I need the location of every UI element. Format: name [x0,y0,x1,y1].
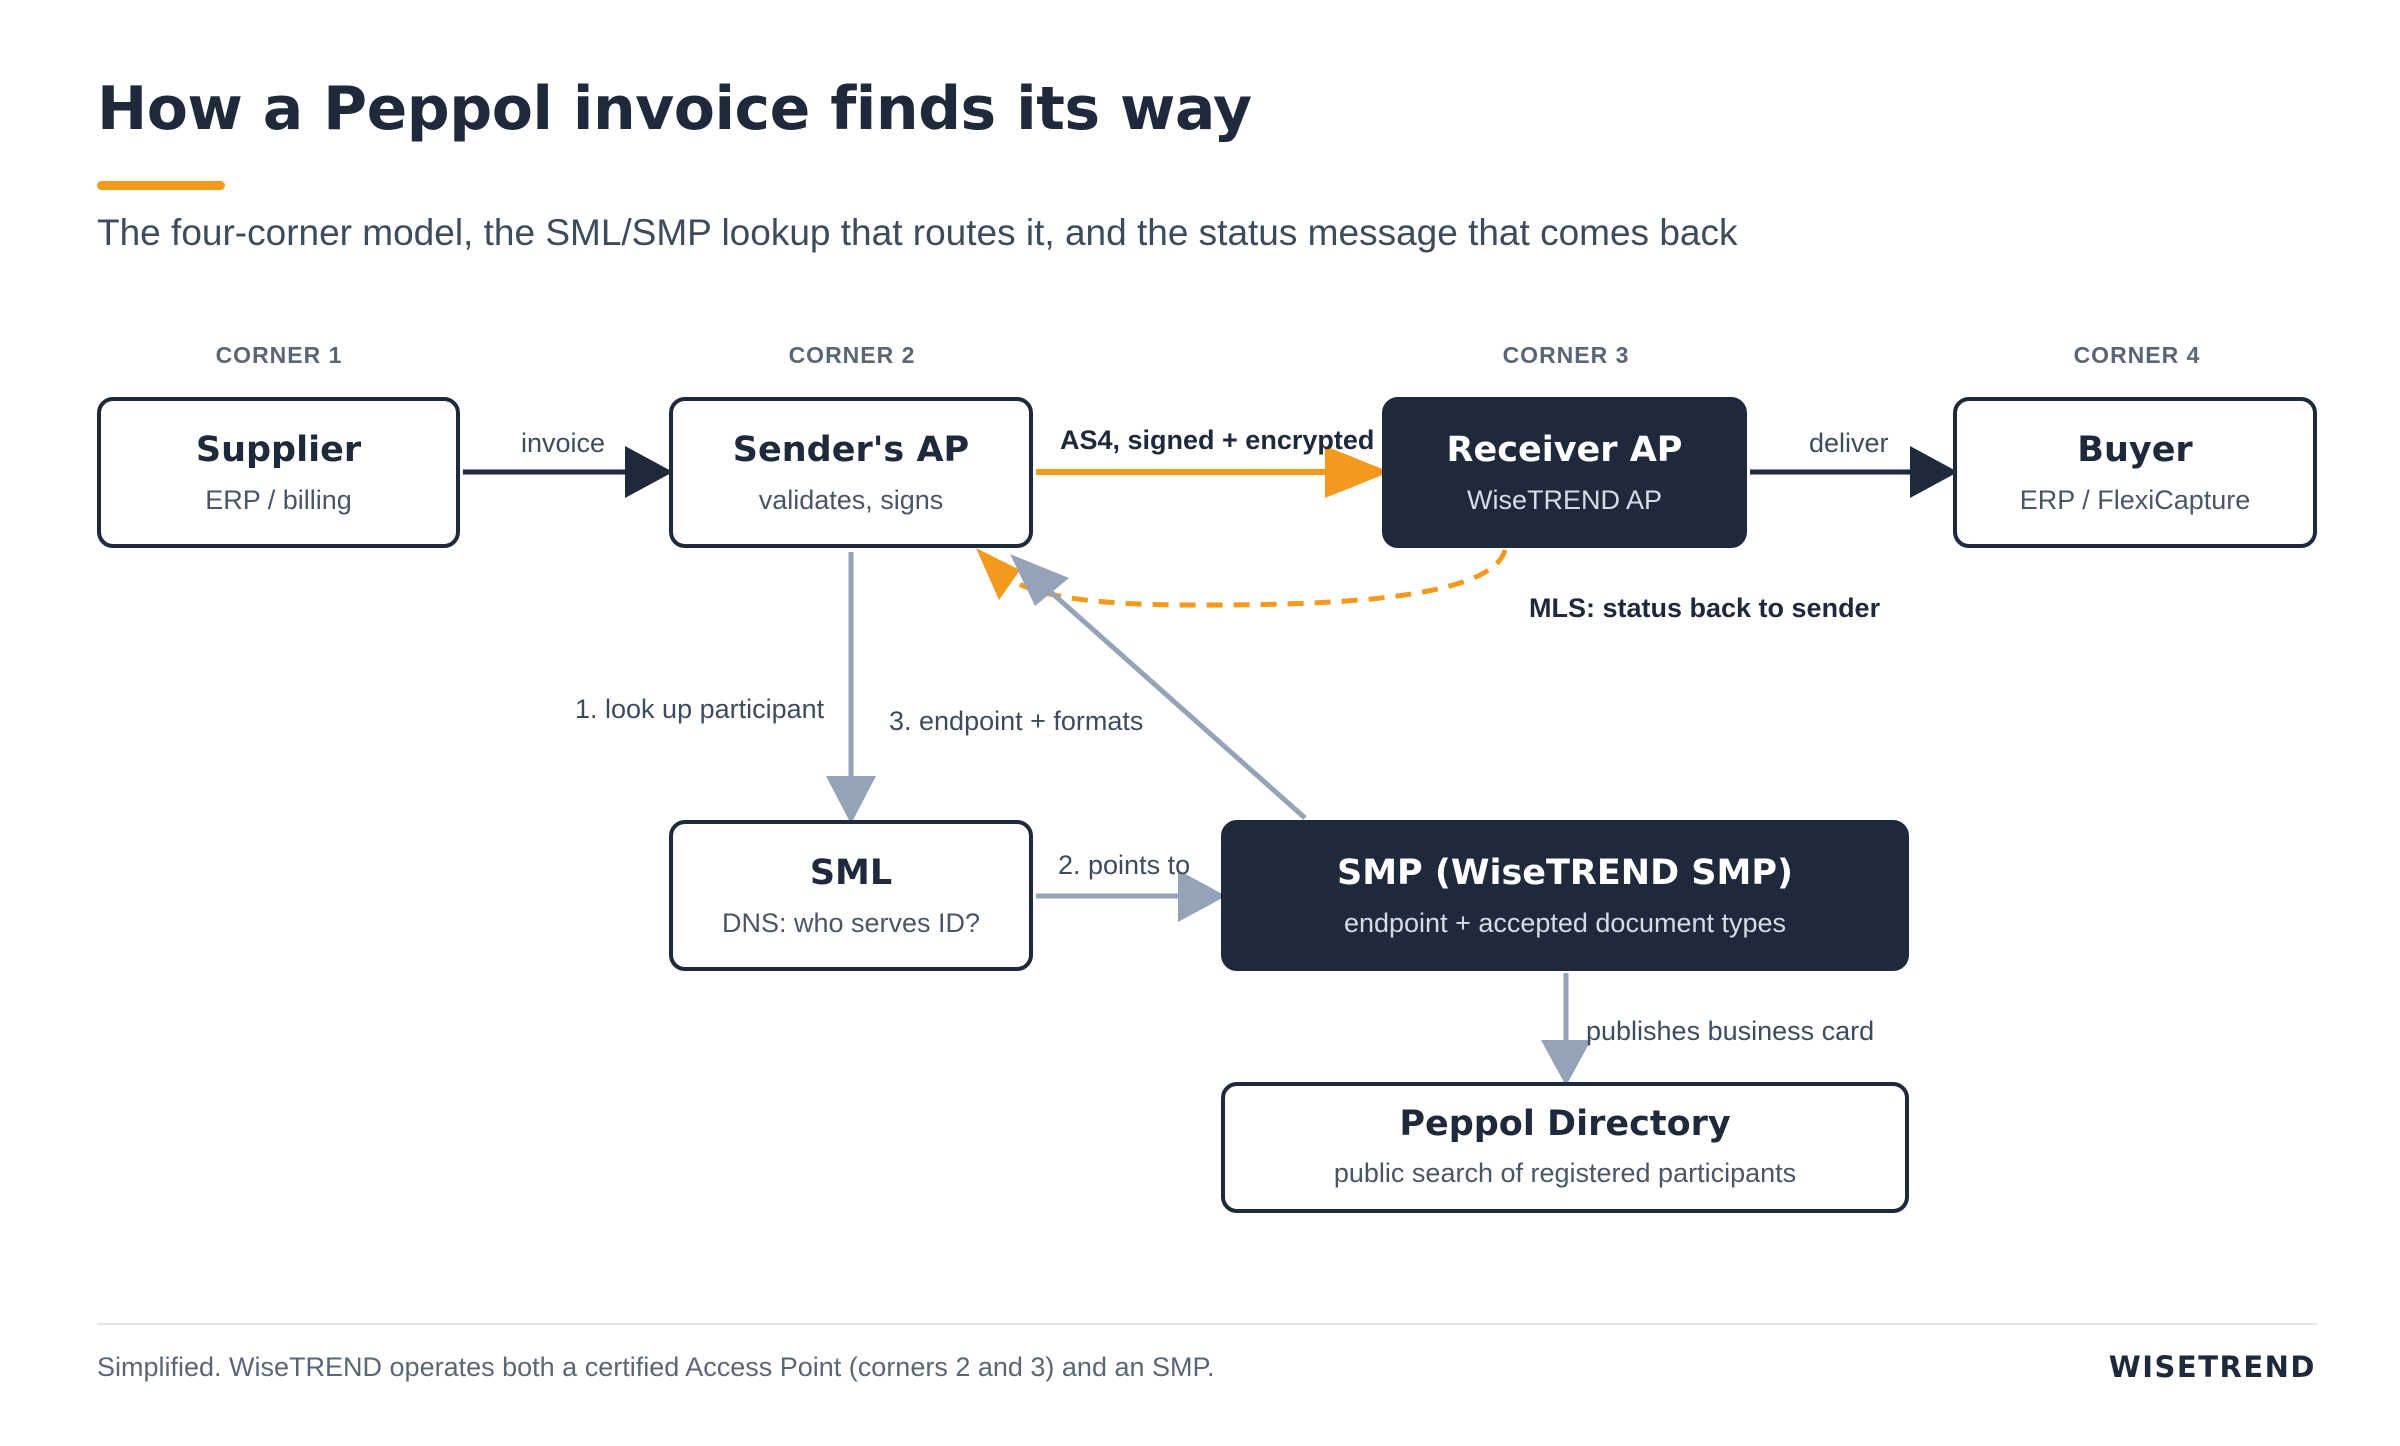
supplier-title: Supplier [195,430,362,470]
smp-subtitle: endpoint + accepted document types [1343,908,1787,938]
deliver-arrowhead [1910,446,1958,498]
mls-edge-label: MLS: status back to sender [1529,593,1881,623]
endpoint-edge-label: 3. endpoint + formats [889,706,1144,736]
receiver-ap-title: Receiver AP [1446,430,1683,470]
publishes-arrowhead [1541,1040,1591,1086]
lookup-edge-label: 1. look up participant [575,694,825,724]
lookup-arrowhead [826,776,876,824]
sml-subtitle: DNS: who serves ID? [721,908,981,938]
senders-ap-title: Sender's AP [732,430,970,470]
buyer-subtitle: ERP / FlexiCapture [2019,485,2251,515]
sml-title: SML [809,853,893,893]
corner-4-label: CORNER 4 [2073,342,2201,368]
sml-node: SML DNS: who serves ID? [669,820,1033,971]
supplier-subtitle: ERP / billing [205,485,352,515]
supplier-node: Supplier ERP / billing [97,397,460,548]
as4-edge-label: AS4, signed + encrypted [1060,425,1375,455]
buyer-node: Buyer ERP / FlexiCapture [1953,397,2317,548]
corner-2-label: CORNER 2 [788,342,916,368]
title-accent-bar [97,181,225,190]
corner-1-label: CORNER 1 [215,342,343,368]
smp-node: SMP (WiseTREND SMP) endpoint + accepted … [1221,820,1909,971]
buyer-title: Buyer [2077,430,2193,470]
peppol-directory-title: Peppol Directory [1399,1104,1731,1144]
peppol-directory-subtitle: public search of registered participants [1333,1158,1797,1188]
receiver-ap-subtitle: WiseTREND AP [1466,485,1663,515]
page-subtitle: The four-corner model, the SML/SMP looku… [97,212,1738,253]
footer-divider [97,1323,2317,1325]
mls-curve [1008,549,1508,608]
as4-arrowhead [1325,446,1390,498]
senders-ap-node: Sender's AP validates, signs [669,397,1033,548]
footer-note: Simplified. WiseTREND operates both a ce… [97,1352,1215,1382]
peppol-directory-node: Peppol Directory public search of regist… [1221,1082,1909,1213]
receiver-ap-node: Receiver AP WiseTREND AP [1382,397,1747,548]
publishes-edge-label: publishes business card [1586,1016,1875,1046]
corner-3-label: CORNER 3 [1502,342,1630,368]
brand-logo: WISETREND [2108,1350,2316,1384]
endpoint-arrowhead [1010,554,1069,606]
points-to-edge-label: 2. points to [1058,850,1191,880]
smp-title: SMP (WiseTREND SMP) [1337,853,1793,893]
senders-ap-subtitle: validates, signs [758,485,944,515]
invoice-edge-label: invoice [521,428,606,458]
endpoint-arrow [1042,584,1307,820]
deliver-edge-label: deliver [1809,428,1889,458]
points-to-arrowhead [1178,870,1226,922]
page-title: How a Peppol invoice finds its way [97,74,1252,144]
invoice-arrowhead [625,446,673,498]
mls-arrowhead [976,548,1020,600]
